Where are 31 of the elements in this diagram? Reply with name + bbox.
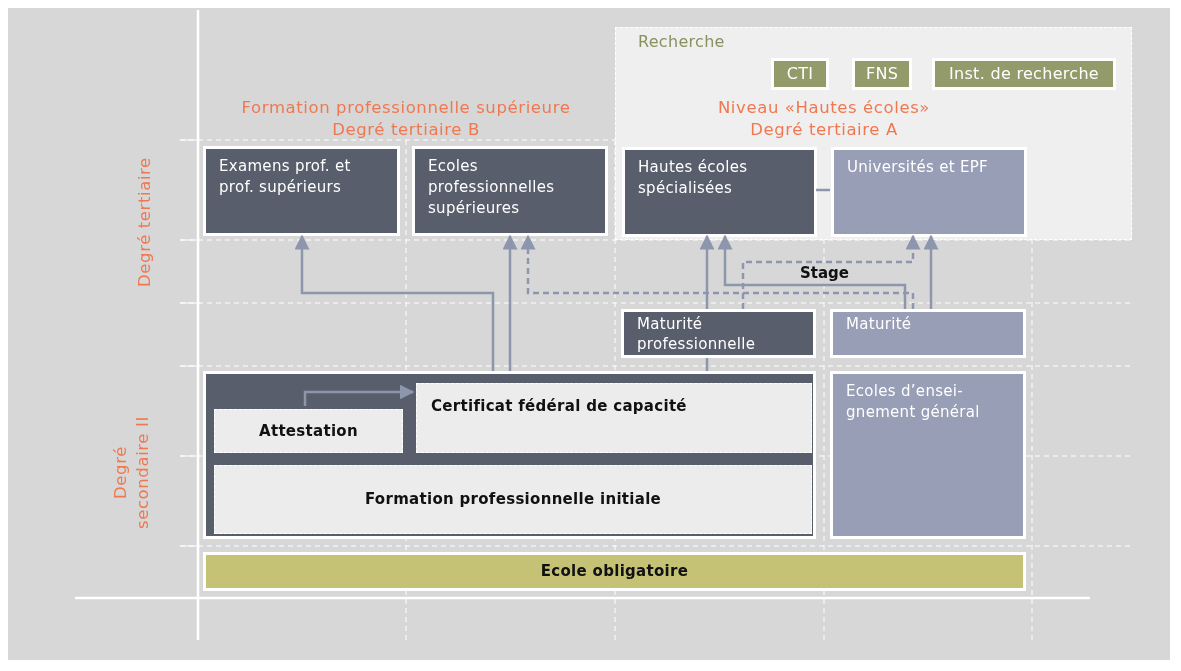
panel-title: Recherche [638,31,725,52]
school-box: Universités et EPF [831,147,1027,237]
arrow [294,234,495,371]
institution-box: CTI [771,58,829,90]
arrow [923,234,939,309]
level-bar: Ecole obligatoire [203,552,1026,591]
level-label: Degré tertiaire [134,156,155,290]
arrow [717,234,907,309]
diploma-box: Maturité [830,309,1026,358]
institution-box: FNS [852,58,912,90]
school-box: Examens prof. et prof. supérieurs [203,146,400,236]
level-label: Degré secondaire II [110,415,153,531]
school-box: Ecoles professionnelles supérieures [412,146,608,236]
diploma-box: Maturité professionnelle [621,309,816,358]
diploma-box: Attestation [214,409,403,453]
training-box: Formation professionnelle initiale [214,465,812,534]
column-heading: Formation professionnelle supérieure Degré tertiaire B [240,97,572,141]
connector-line [816,188,830,192]
connector-line [705,358,709,371]
column-heading: Niveau «Hautes écoles» Degré tertiaire A [716,97,932,141]
arrow [520,234,915,309]
arrow [303,384,415,406]
arrow [502,234,518,371]
research-panel [615,27,1132,240]
diploma-box: Certificat fédéral de capacité [416,383,812,453]
training-group-box [203,371,816,539]
arrow [741,234,921,309]
institution-box: Inst. de recherche [932,58,1116,90]
school-box: Hautes écoles spécialisées [622,147,817,237]
school-box: Ecoles d’ensei- gnement général [830,371,1026,539]
arrow [699,234,715,309]
